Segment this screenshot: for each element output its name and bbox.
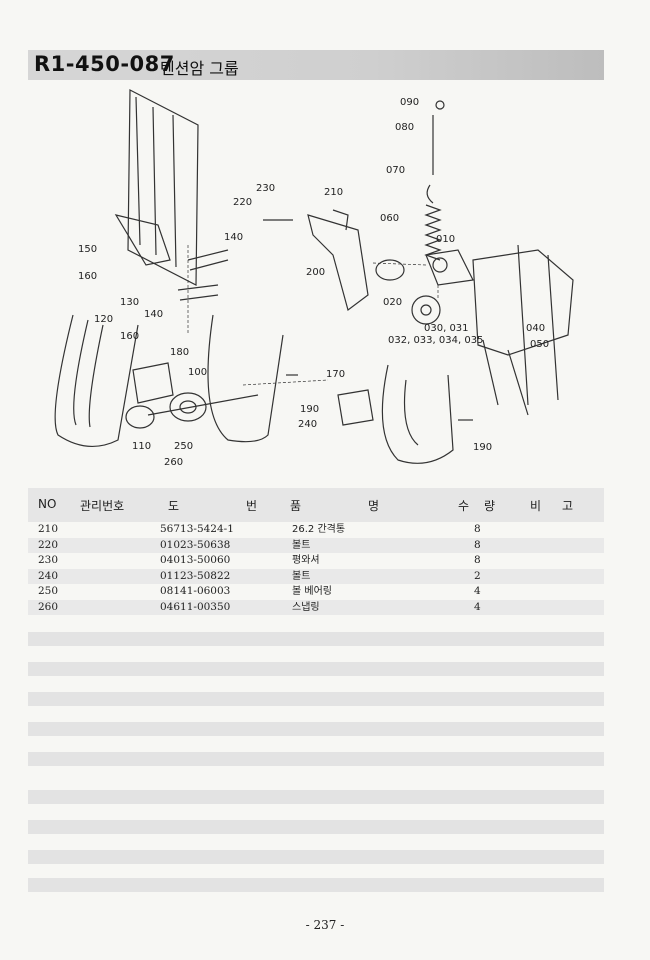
header-drawing-number: 번: [246, 499, 258, 513]
callout-label: 120: [94, 314, 113, 325]
callout-label: 060: [380, 213, 399, 224]
page-number: - 237 -: [305, 918, 345, 932]
callout-label: 090: [400, 97, 419, 108]
callout-label: 160: [78, 271, 97, 282]
callout-label: 010: [436, 234, 455, 245]
row-quantity: 4: [474, 585, 481, 597]
header-part-name: 품: [290, 499, 302, 513]
header-quantity: 수: [458, 499, 470, 513]
row-quantity: 8: [474, 554, 481, 566]
row-part-name: 볼트: [292, 539, 311, 551]
callout-label: 160: [120, 331, 139, 342]
callout-label: 030, 031: [424, 323, 469, 334]
table-row: 220 01023-50638 볼트 8: [28, 537, 604, 553]
callout-label: 100: [188, 367, 207, 378]
row-part-number: 08141-06003: [160, 585, 231, 597]
row-part-number: 56713-5424-1: [160, 523, 234, 535]
exploded-parts-diagram: 090 080 070 060 010 230 220 210 150 140 …: [54, 89, 574, 468]
row-part-number: 04611-00350: [160, 600, 231, 613]
table-row: 260 04611-00350 스냅링 4: [28, 599, 604, 615]
callout-label: 230: [256, 183, 275, 194]
table-empty-band: [28, 820, 604, 834]
callout-label: 110: [132, 441, 151, 452]
callout-label: 220: [233, 197, 252, 208]
callout-label: 150: [78, 244, 97, 255]
callout-label: 140: [224, 232, 243, 243]
row-part-name: 스냅링: [292, 601, 320, 613]
row-no: 210: [38, 523, 59, 535]
row-quantity: 4: [474, 600, 481, 613]
callout-label: 240: [298, 419, 317, 430]
row-no: 250: [38, 585, 59, 597]
row-part-name: 26.2 간격통: [292, 524, 346, 535]
callout-label: 050: [530, 339, 549, 350]
group-code: R1-450-087: [34, 52, 175, 76]
table-empty-band: [28, 722, 604, 736]
group-name: 텐션암 그룹: [160, 59, 239, 78]
callout-label: 210: [324, 187, 343, 198]
row-no: 240: [38, 569, 59, 582]
header-remarks: 비: [530, 499, 542, 513]
row-part-number: 04013-50060: [160, 554, 231, 566]
table-row: 250 08141-06003 볼 베어링 4: [28, 584, 604, 600]
callout-label: 190: [473, 442, 492, 453]
title-bar: R1-450-087 텐션암 그룹: [28, 50, 604, 80]
callout-label: 170: [326, 369, 345, 380]
row-part-name: 볼 베어링: [292, 586, 332, 597]
table-empty-band: [28, 790, 604, 804]
table-row: 240 01123-50822 볼트 2: [28, 568, 604, 584]
callout-label: 130: [120, 297, 139, 308]
row-part-name: 평와셔: [292, 555, 320, 566]
callout-label: 200: [306, 267, 325, 278]
callout-label: 080: [395, 122, 414, 133]
parts-table-body: 210 56713-5424-1 26.2 간격통 8 220 01023-50…: [28, 522, 604, 615]
header-no: NO: [38, 497, 57, 511]
row-no: 230: [38, 554, 59, 566]
row-part-number: 01023-50638: [160, 538, 231, 551]
table-empty-band: [28, 632, 604, 646]
table-empty-band: [28, 850, 604, 864]
row-quantity: 8: [474, 523, 481, 535]
parts-table-header: NO 관리번호 도 번 품 명 수 량 비 고: [28, 488, 604, 522]
header-mgmt-number: 관리번호: [80, 499, 125, 513]
row-part-name: 볼트: [292, 570, 311, 582]
header-remarks: 고: [562, 499, 574, 513]
callout-label: 190: [300, 404, 319, 415]
callout-label: 140: [144, 309, 163, 320]
table-row: 230 04013-50060 평와셔 8: [28, 553, 604, 569]
callout-label: 032, 033, 034, 035: [388, 335, 483, 346]
callout-label: 250: [174, 441, 193, 452]
row-no: 220: [38, 538, 59, 551]
table-empty-band: [28, 662, 604, 676]
table-empty-band: [28, 752, 604, 766]
callout-label: 180: [170, 347, 189, 358]
table-empty-band: [28, 878, 604, 892]
row-no: 260: [38, 600, 59, 613]
table-row: 210 56713-5424-1 26.2 간격통 8: [28, 522, 604, 538]
table-empty-band: [28, 692, 604, 706]
row-quantity: 2: [474, 569, 481, 582]
row-part-number: 01123-50822: [160, 569, 231, 582]
header-drawing-number: 도: [168, 499, 180, 513]
callout-label: 020: [383, 297, 402, 308]
callout-label: 260: [164, 457, 183, 468]
callout-label: 070: [386, 165, 405, 176]
callout-label: 040: [526, 323, 545, 334]
header-part-name: 명: [368, 499, 380, 513]
row-quantity: 8: [474, 538, 481, 551]
header-quantity: 량: [484, 499, 496, 513]
